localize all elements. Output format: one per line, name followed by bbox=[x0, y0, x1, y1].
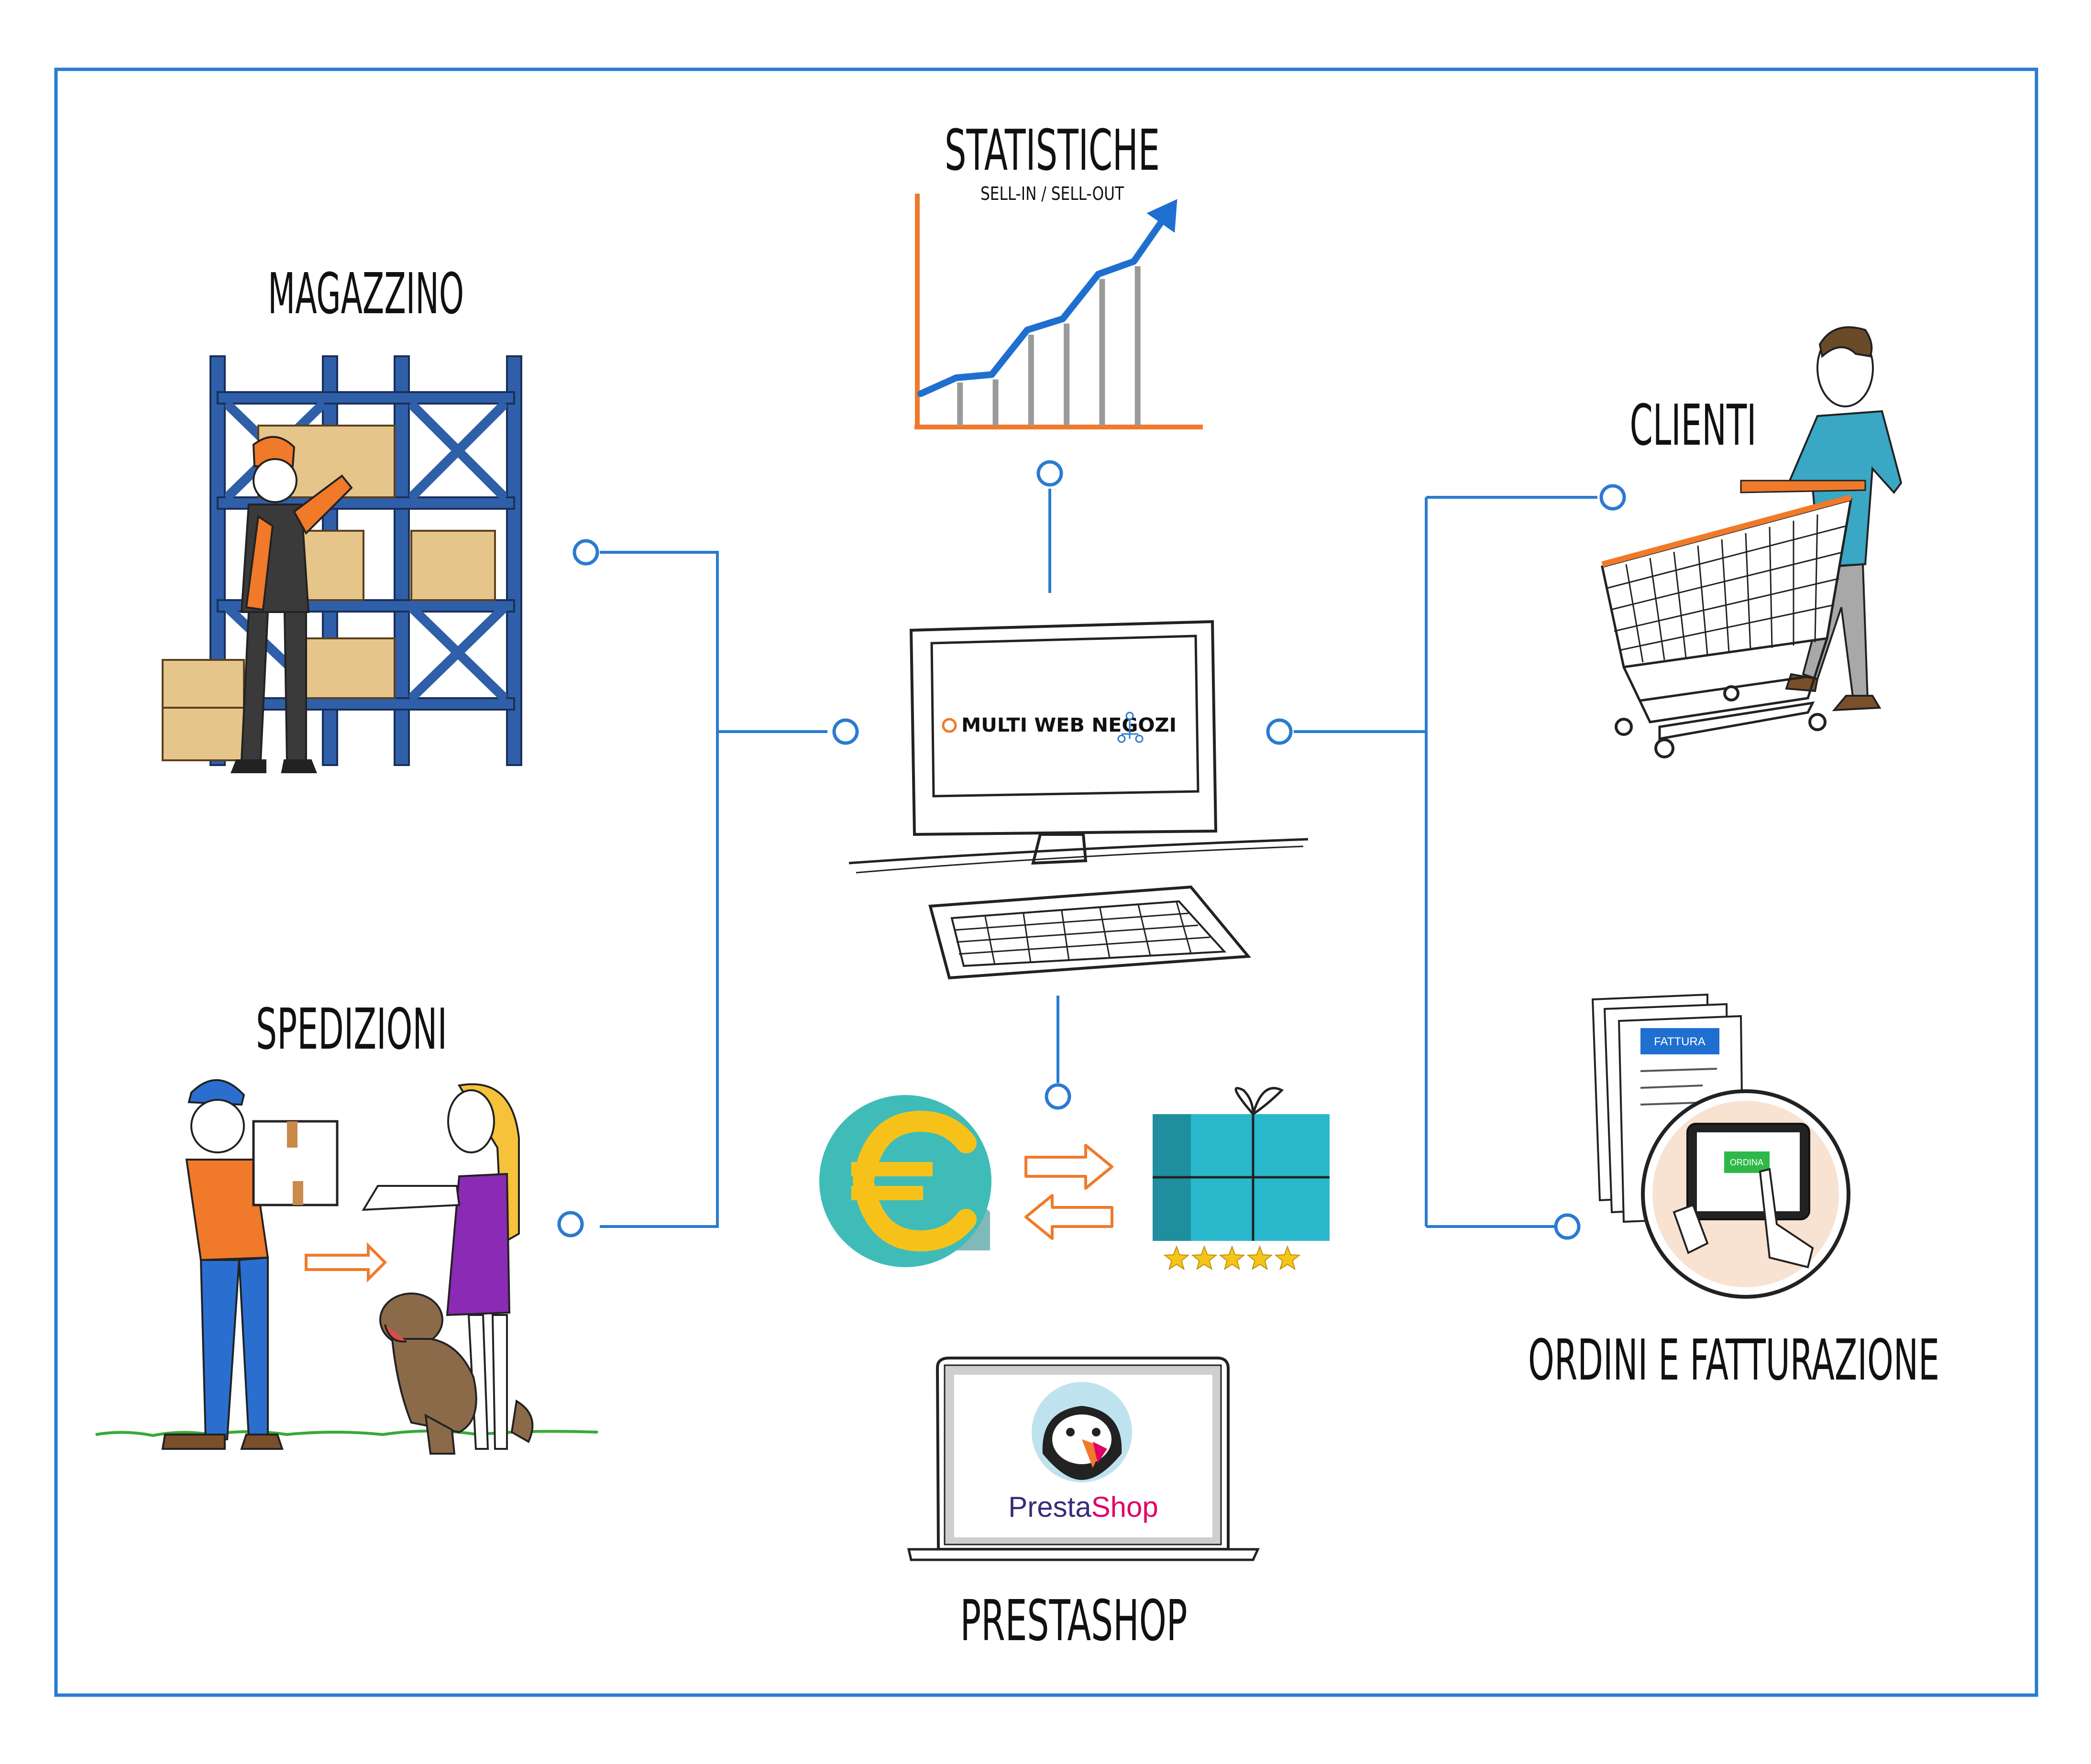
rating-stars bbox=[1163, 1245, 1301, 1271]
node-center-right bbox=[1266, 718, 1293, 745]
statistics-chart bbox=[914, 194, 1203, 429]
connectors bbox=[600, 489, 1597, 1228]
invoice-header bbox=[1640, 1028, 1719, 1054]
prestashop-laptop: PrestaShop bbox=[907, 1357, 1260, 1561]
chart-bars bbox=[957, 266, 1141, 426]
monitor-brand-text: MULTI WEB NEGOZI bbox=[961, 714, 1177, 736]
outer-frame bbox=[54, 67, 2038, 1697]
node-spedizioni bbox=[557, 1211, 584, 1238]
star-icon bbox=[1219, 1245, 1245, 1271]
node-prestashop bbox=[1045, 1083, 1071, 1110]
label-ordini: ORDINI E FATTURAZIONE bbox=[1528, 1327, 1939, 1393]
brand-logo-circle-icon bbox=[942, 718, 957, 733]
chart-trend-line bbox=[917, 207, 1173, 397]
star-icon bbox=[1246, 1245, 1273, 1271]
star-icon bbox=[1191, 1245, 1218, 1271]
star-icon bbox=[1163, 1245, 1190, 1271]
monitor-illustration: MULTI WEB NEGOZI bbox=[848, 620, 1309, 980]
label-statistiche-sub: SELL-IN / SELL-OUT bbox=[980, 183, 1124, 204]
node-statistiche bbox=[1036, 460, 1063, 487]
prestashop-logo-text: PrestaShop bbox=[1008, 1491, 1158, 1523]
shipping-illustration bbox=[95, 1079, 598, 1455]
node-ordini bbox=[1554, 1213, 1581, 1240]
orders-invoice-illustration: FATTURA ORDINA bbox=[1591, 993, 1850, 1299]
label-clienti: CLIENTI bbox=[1630, 392, 1757, 458]
shopper-illustration bbox=[1601, 326, 1903, 758]
label-statistiche: STATISTICHE bbox=[945, 117, 1160, 183]
connector-nodes bbox=[557, 460, 1626, 1240]
invoice-label: FATTURA bbox=[1654, 1035, 1706, 1048]
label-magazzino: MAGAZZINO bbox=[268, 261, 464, 327]
exchange-arrows-icon bbox=[1024, 1144, 1113, 1240]
node-clienti bbox=[1599, 484, 1626, 511]
network-nodes-icon bbox=[1117, 712, 1144, 743]
star-icon bbox=[1274, 1245, 1301, 1271]
node-center-left bbox=[832, 718, 859, 745]
gift-box-icon bbox=[1153, 1087, 1330, 1241]
prestashop-puffin-icon bbox=[1032, 1382, 1132, 1482]
euro-coin-icon bbox=[819, 1095, 991, 1267]
monitor-screen bbox=[930, 635, 1200, 798]
warehouse-illustration bbox=[162, 355, 522, 773]
tablet-order-button-label: ORDINA bbox=[1730, 1158, 1763, 1167]
node-magazzino bbox=[572, 539, 599, 566]
connector-left bbox=[600, 551, 827, 1228]
label-prestashop: PRESTASHOP bbox=[960, 1588, 1188, 1654]
connector-right bbox=[1294, 496, 1597, 1228]
tablet-order-button bbox=[1724, 1151, 1770, 1173]
chart-arrow-head bbox=[1146, 199, 1178, 233]
label-spedizioni: SPEDIZIONI bbox=[256, 996, 447, 1062]
